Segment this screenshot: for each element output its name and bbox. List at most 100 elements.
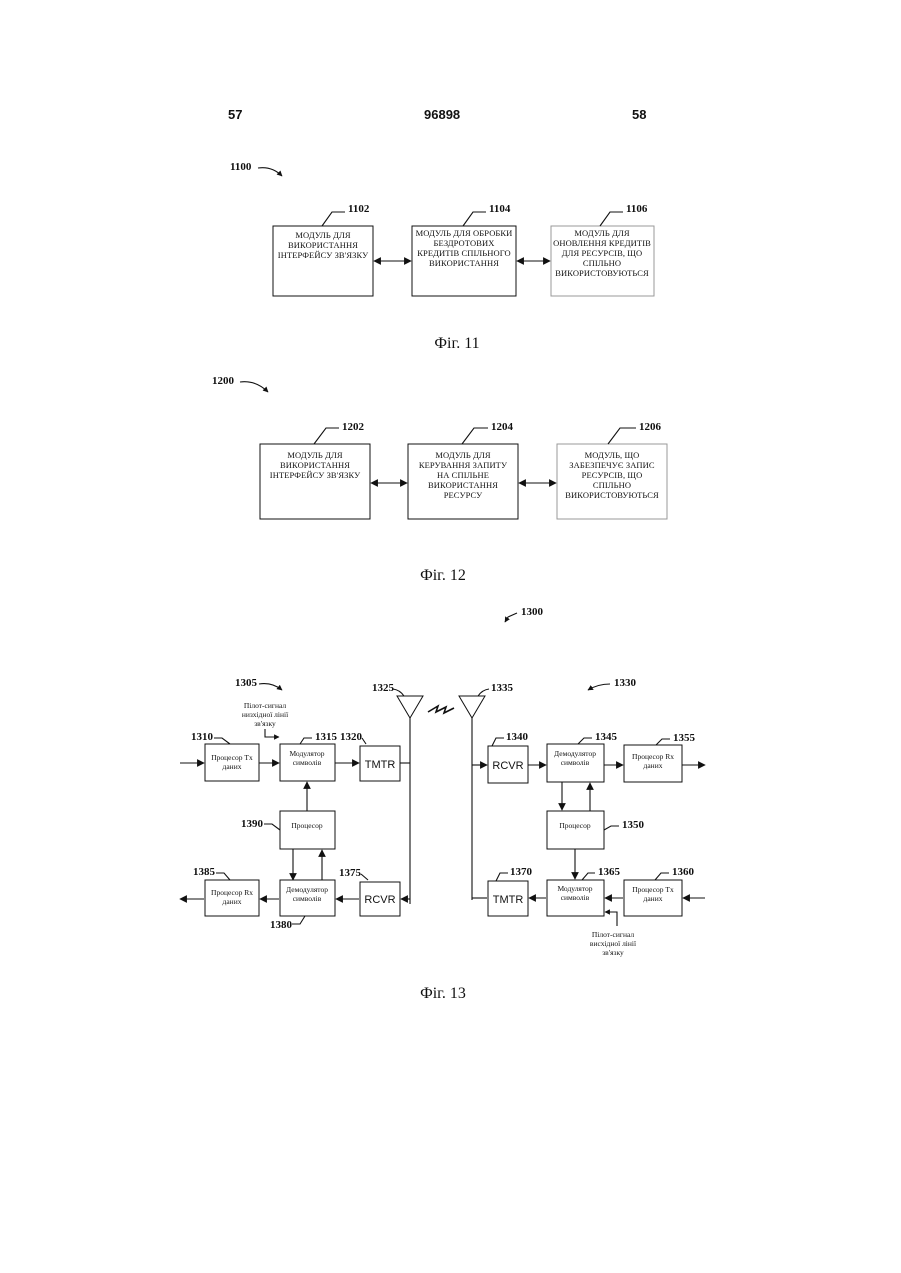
box-line: ВИКОРИСТОВУЮТЬСЯ (565, 490, 659, 500)
block-ref: 1310 (191, 731, 214, 743)
leader-line (463, 212, 486, 226)
block-ref: 1355 (673, 732, 696, 744)
fig11-box-1104: 1104 МОДУЛЬ ДЛЯ ОБРОБКИ БЕЗДРОТОВИХ КРЕД… (412, 203, 516, 296)
leader-line (314, 428, 339, 444)
block-label: символів (293, 894, 322, 903)
leader-line (361, 874, 368, 880)
pilot-label-line: Пілот-сигнал (244, 701, 286, 710)
block-label: TMTR (493, 894, 524, 906)
block-ref: 1380 (270, 919, 293, 931)
box-line: МОДУЛЬ ДЛЯ (287, 450, 342, 460)
box-line: СПІЛЬНО (583, 258, 621, 268)
right-page-number: 58 (632, 107, 646, 122)
box-ref: 1104 (489, 203, 511, 215)
block-ref: 1375 (339, 867, 362, 879)
leader-line (393, 689, 404, 696)
block-label: Процесор Tx (632, 885, 674, 894)
block-ref: 1360 (672, 866, 695, 878)
ant-ref: 1325 (372, 682, 395, 694)
pilot-label-line: низхідної лінії (242, 710, 289, 719)
leader-line (300, 738, 312, 744)
fig11-ref-arrow (258, 168, 282, 176)
right-unit-arrow (588, 684, 610, 690)
figure-caption: Фіг. 13 (420, 985, 466, 1002)
pilot-arrow (605, 912, 617, 926)
leader-line (656, 739, 670, 745)
block-label: символів (561, 758, 590, 767)
block-label: символів (561, 893, 590, 902)
pilot-label-line: зв'язку (254, 719, 276, 728)
fig12-box-1206: 1206 МОДУЛЬ, ЩО ЗАБЕЗПЕЧУЄ ЗАПИС РЕСУРСІ… (557, 421, 667, 519)
box-line: ОНОВЛЕННЯ КРЕДИТІВ (553, 238, 651, 248)
box-line: ІНТЕРФЕЙСУ ЗВ'ЯЗКУ (270, 470, 361, 480)
box-ref: 1102 (348, 203, 370, 215)
box-line: МОДУЛЬ ДЛЯ (295, 230, 350, 240)
leader-line (578, 738, 592, 744)
box-ref: 1204 (491, 421, 514, 433)
leader-line (292, 916, 305, 924)
leader-line (362, 738, 366, 744)
wireless-link-icon (428, 706, 454, 713)
box-line: КЕРУВАННЯ ЗАПИТУ (419, 460, 508, 470)
block-label: Процесор Rx (632, 752, 674, 761)
fig13-ref-arrow (505, 613, 517, 622)
box-ref: 1206 (639, 421, 662, 433)
figure-caption: Фіг. 11 (434, 335, 479, 352)
leader-line (600, 212, 623, 226)
fig12-box-1204: 1204 МОДУЛЬ ДЛЯ КЕРУВАННЯ ЗАПИТУ НА СПІЛ… (408, 421, 518, 519)
block-ref: 1390 (241, 818, 264, 830)
pilot-label-line: висхідної лінії (590, 939, 637, 948)
block-label: RCVR (492, 760, 523, 772)
box-line: МОДУЛЬ ДЛЯ (574, 228, 629, 238)
pilot-arrow (265, 729, 279, 737)
block-label: RCVR (364, 894, 395, 906)
fig11-box-1106: 1106 МОДУЛЬ ДЛЯ ОНОВЛЕННЯ КРЕДИТІВ ДЛЯ Р… (551, 203, 654, 296)
leader-line (462, 428, 488, 444)
fig12-box-1202: 1202 МОДУЛЬ ДЛЯ ВИКОРИСТАННЯ ІНТЕРФЕЙСУ … (260, 421, 370, 519)
figure-11: 1100 1102 МОДУЛЬ ДЛЯ ВИКОРИСТАННЯ ІНТЕРФ… (230, 161, 654, 352)
block-label: Процесор Rx (211, 888, 253, 897)
left-unit-ref: 1305 (235, 677, 258, 689)
box-ref: 1202 (342, 421, 365, 433)
box-line: ДЛЯ РЕСУРСІВ, ЩО (562, 248, 642, 258)
leader-line (214, 738, 230, 744)
block-ref: 1365 (598, 866, 621, 878)
box-line: ВИКОРИСТАННЯ (280, 460, 350, 470)
block-label: даних (644, 894, 663, 903)
figure-12: 1200 1202 МОДУЛЬ ДЛЯ ВИКОРИСТАННЯ ІНТЕРФ… (212, 375, 667, 584)
block-label: Модулятор (289, 749, 324, 758)
leader-line (478, 689, 489, 696)
box-line: ЗАБЕЗПЕЧУЄ ЗАПИС (569, 460, 655, 470)
box-line: МОДУЛЬ ДЛЯ (435, 450, 490, 460)
box-line: КРЕДИТІВ СПІЛЬНОГО (417, 248, 511, 258)
block-ref: 1345 (595, 731, 618, 743)
processor-right (547, 811, 604, 849)
box-line: МОДУЛЬ ДЛЯ ОБРОБКИ (416, 228, 513, 238)
left-unit-arrow (259, 684, 282, 690)
block-label: даних (223, 897, 242, 906)
fig12-ref: 1200 (212, 375, 235, 387)
block-label: TMTR (365, 759, 396, 771)
block-label: Процесор (559, 821, 591, 830)
block-ref: 1350 (622, 819, 645, 831)
box-line: РЕСУРСІВ, ЩО (582, 470, 643, 480)
leader-line (492, 738, 504, 746)
block-label: даних (223, 762, 242, 771)
leader-line (655, 873, 669, 880)
box-line: БЕЗДРОТОВИХ (434, 238, 495, 248)
leader-line (608, 428, 636, 444)
fig11-box-1102: 1102 МОДУЛЬ ДЛЯ ВИКОРИСТАННЯ ІНТЕРФЕЙСУ … (273, 203, 373, 296)
block-label: Процесор Tx (211, 753, 253, 762)
leader-line (216, 873, 230, 880)
box-line: ВИКОРИСТОВУЮТЬСЯ (555, 268, 649, 278)
block-label: Демодулятор (286, 885, 328, 894)
block-ref: 1385 (193, 866, 216, 878)
leader-line (604, 826, 619, 830)
box-ref: 1106 (626, 203, 648, 215)
figure-caption: Фіг. 12 (420, 567, 466, 584)
leader-line (582, 873, 595, 880)
ant-ref: 1335 (491, 682, 514, 694)
box-line: НА СПІЛЬНЕ (437, 470, 489, 480)
block-label: Демодулятор (554, 749, 596, 758)
block-ref: 1320 (340, 731, 363, 743)
